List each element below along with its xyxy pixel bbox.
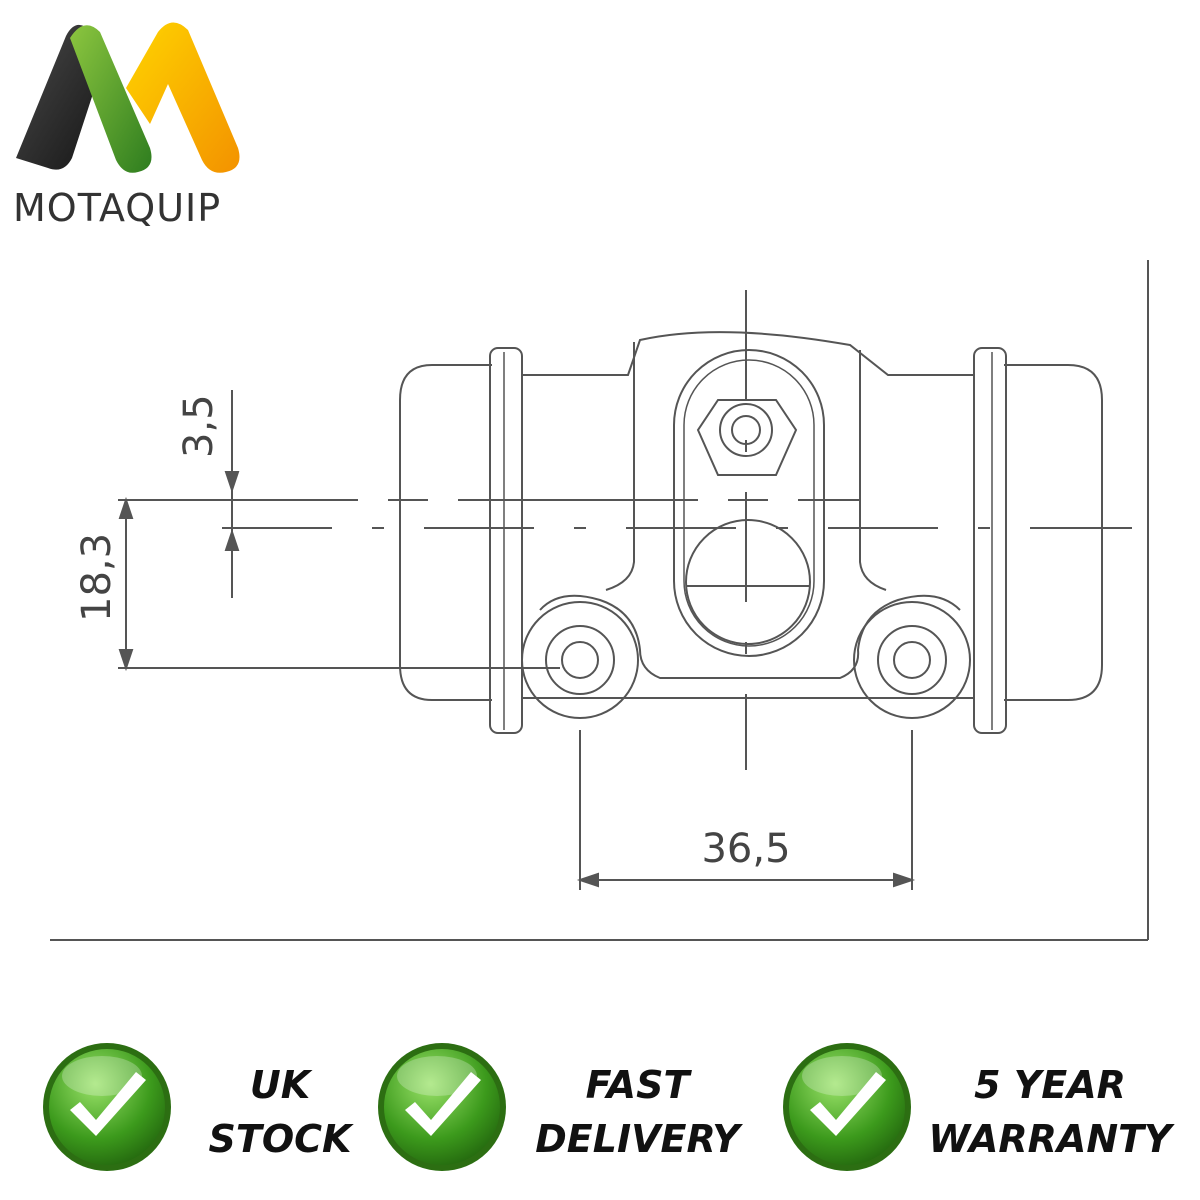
- check-icon: [783, 1043, 911, 1171]
- feature-badges: UK STOCK FAST DELIVERY: [0, 1040, 1200, 1190]
- brand-logo: MOTAQUIP: [8, 8, 248, 233]
- right-end-cap: [1004, 364, 1103, 701]
- badge-label: 5 YEAR WARRANTY: [928, 1063, 1172, 1161]
- check-icon: [378, 1043, 506, 1171]
- badge-label: UK STOCK: [208, 1063, 352, 1161]
- left-end-cap: [399, 364, 492, 701]
- bleed-slot: [673, 349, 825, 657]
- left-mount-lug: [521, 601, 639, 719]
- left-seal-ring: [489, 347, 523, 734]
- mounting-flange: [539, 594, 961, 679]
- wheel-cylinder-diagram: 3,5 18,3 36,5: [50, 260, 1149, 941]
- motaquip-logo-icon: [16, 22, 240, 173]
- dim-offset-label: 3,5: [176, 394, 222, 458]
- pipe-port: [685, 519, 811, 645]
- bleed-nipple: [719, 403, 773, 457]
- badge-fast-delivery: FAST DELIVERY: [375, 1040, 765, 1190]
- badge-uk-stock: UK STOCK: [40, 1040, 360, 1190]
- bleed-nut: [696, 399, 798, 476]
- right-seal-ring: [973, 347, 1007, 734]
- badge-label: FAST DELIVERY: [535, 1063, 740, 1161]
- brand-name: MOTAQUIP: [13, 186, 222, 230]
- badge-5-year-warranty: 5 YEAR WARRANTY: [780, 1040, 1190, 1190]
- cylinder-body: [522, 331, 974, 376]
- dim-height-label: 18,3: [74, 533, 120, 622]
- dim-spacing-label: 36,5: [701, 826, 790, 872]
- right-mount-lug: [853, 601, 971, 719]
- check-icon: [43, 1043, 171, 1171]
